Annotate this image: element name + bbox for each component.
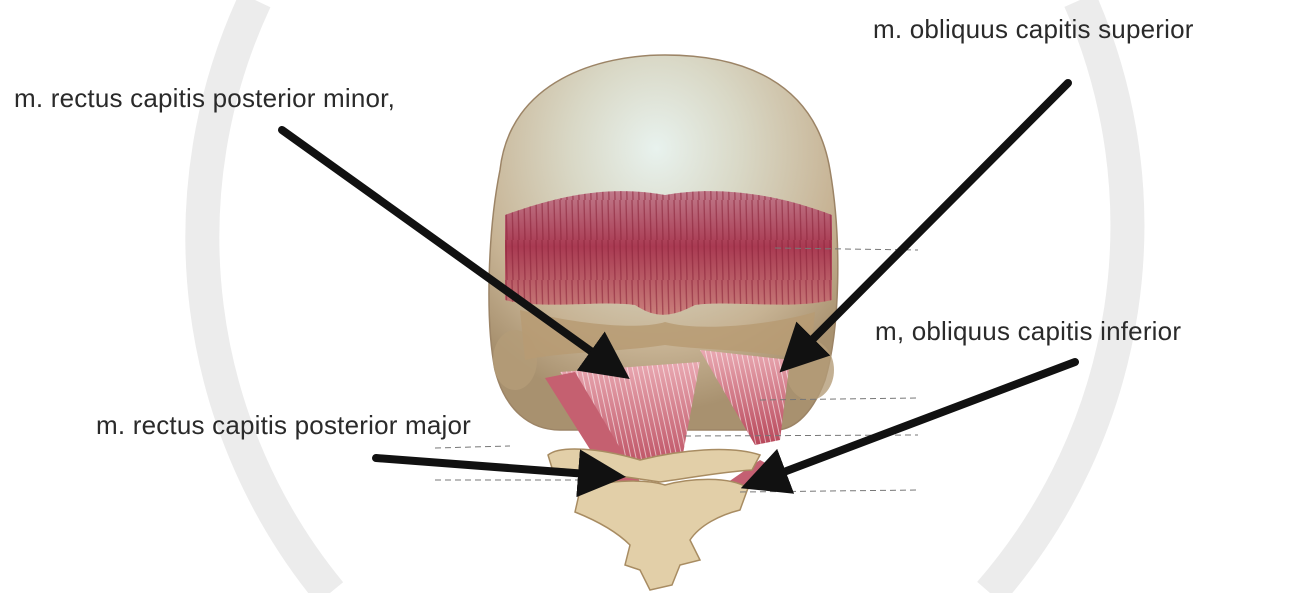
label-rectus-capitis-posterior-minor: m. rectus capitis posterior minor, [14,83,395,114]
label-rectus-capitis-posterior-major: m. rectus capitis posterior major [96,410,471,441]
label-obliquus-capitis-inferior: m, obliquus capitis inferior [875,316,1181,347]
axis-vertebra [575,479,748,590]
label-obliquus-capitis-superior: m. obliquus capitis superior [873,14,1194,45]
